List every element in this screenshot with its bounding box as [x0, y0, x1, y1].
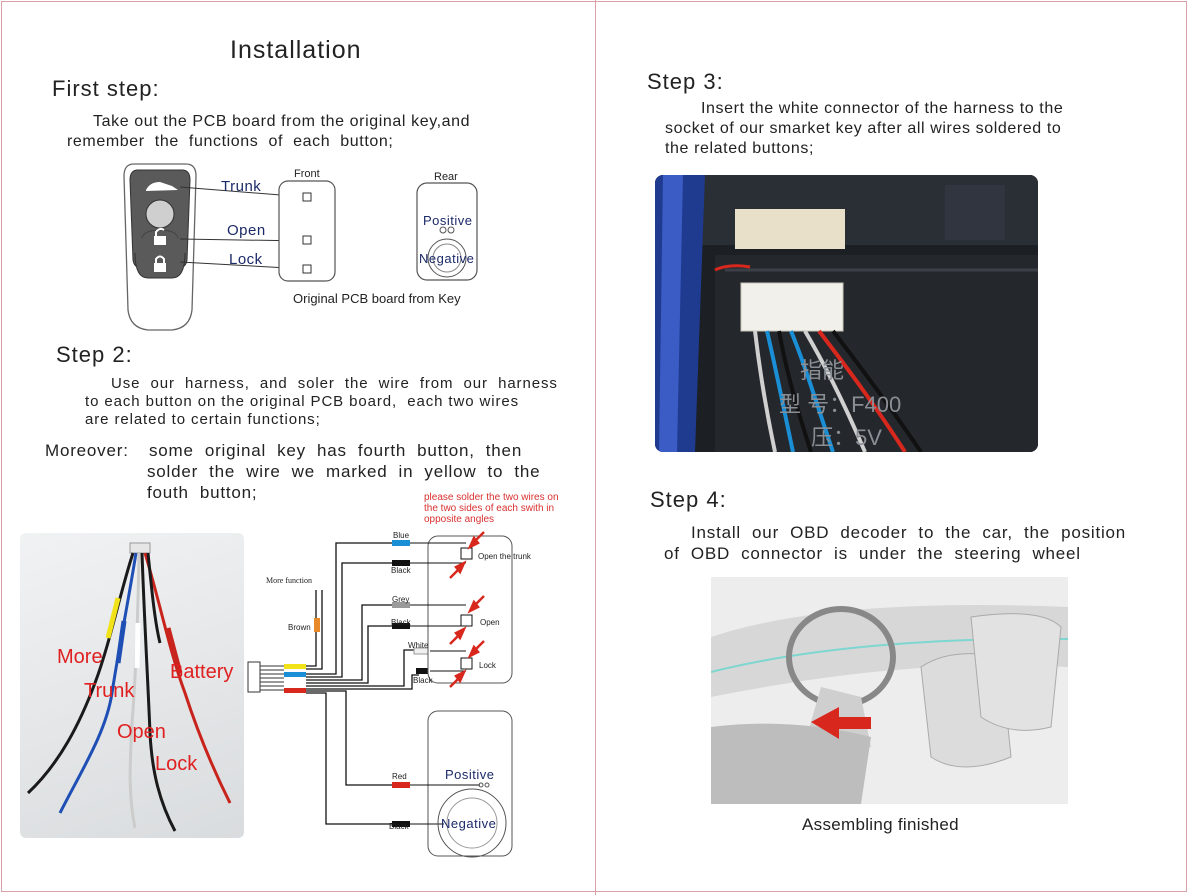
- pcb-front-label: Front: [294, 168, 320, 180]
- button-lock-label: Lock: [479, 661, 496, 670]
- solder-note: please solder the two wires on the two s…: [424, 492, 559, 525]
- photo-label-more: More: [57, 646, 103, 668]
- wire-red-label: Red: [392, 772, 407, 781]
- step4-text: Install our OBD decoder to the car, the …: [664, 523, 1127, 563]
- photo-text-line1: 指能: [800, 358, 845, 383]
- step4-caption: Assembling finished: [802, 815, 959, 834]
- pcb-front-board: [278, 180, 336, 282]
- wire-black-label-4: Black: [389, 822, 409, 831]
- step2-heading: Step 2:: [56, 342, 133, 367]
- more-function-label: More function: [266, 576, 312, 585]
- wire-brown-label: Brown: [288, 623, 311, 632]
- wiring-diagram: [247, 531, 513, 858]
- step3-heading: Step 3:: [647, 69, 724, 94]
- photo-label-open: Open: [117, 721, 166, 743]
- photo-text-line3: 压：5V: [811, 425, 882, 450]
- moreover-label: Moreover:: [45, 441, 129, 460]
- moreover-text: some original key has fourth button, the…: [147, 441, 541, 502]
- step4-heading: Step 4:: [650, 487, 727, 512]
- pcb-caption: Original PCB board from Key: [293, 291, 461, 306]
- key-label-lock: Lock: [229, 251, 263, 268]
- key-fob-illustration: [123, 163, 197, 331]
- page-title: Installation: [230, 36, 362, 64]
- key-label-trunk: Trunk: [221, 178, 262, 195]
- rear-negative-label: Negative: [441, 816, 497, 831]
- harness-photo: More Trunk Battery Open Lock: [20, 533, 244, 838]
- wire-black-label-3: Black: [413, 676, 433, 685]
- wire-black-label-1: Black: [391, 566, 411, 575]
- key-label-open: Open: [227, 222, 266, 239]
- connector-photo: 指能 型 号：F400 压：5V: [655, 175, 1038, 452]
- photo-label-lock: Lock: [155, 753, 198, 775]
- step2-text: Use our harness, and soler the wire from…: [85, 375, 558, 428]
- step1-text: Take out the PCB board from the original…: [67, 113, 471, 150]
- photo-label-battery: Battery: [170, 661, 234, 683]
- step3-text: Insert the white connector of the harnes…: [665, 100, 1064, 157]
- pcb-rear-label: Rear: [434, 171, 458, 183]
- photo-text-line2: 型 号：F400: [779, 392, 902, 417]
- wire-black-label-2: Black: [391, 618, 411, 627]
- button-open-label: Open: [480, 618, 500, 627]
- pcb-negative-label: Negative: [419, 251, 475, 266]
- car-interior-photo: [711, 577, 1068, 804]
- wire-blue-label: Blue: [393, 531, 410, 540]
- wire-grey-label: Grey: [392, 595, 410, 604]
- button-trunk-label: Open the trunk: [478, 552, 531, 561]
- rear-positive-label: Positive: [445, 767, 495, 782]
- page-divider: [595, 0, 596, 895]
- step1-heading: First step:: [52, 76, 160, 101]
- pcb-positive-label: Positive: [423, 213, 473, 228]
- pcb-rear-board: [416, 182, 478, 281]
- wire-white-label: White: [408, 641, 429, 650]
- photo-label-trunk: Trunk: [84, 680, 135, 702]
